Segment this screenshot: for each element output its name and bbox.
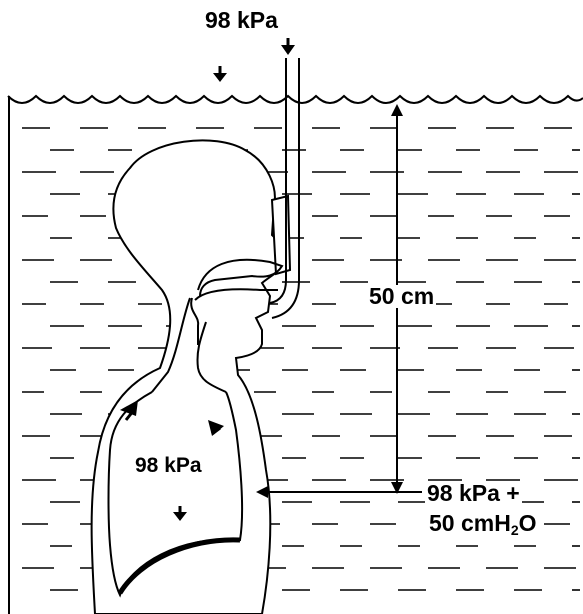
water-pressure-label-line1: 98 kPa + xyxy=(425,482,522,505)
water-pressure-unit-subscript: 2 xyxy=(511,522,519,538)
water-pressure-unit-prefix: 50 cmH xyxy=(429,510,511,536)
surface-pressure-label: 98 kPa xyxy=(205,9,278,32)
snorkel-arrow-icon xyxy=(281,38,295,55)
water-pressure-label-line2: 50 cmH2O xyxy=(427,512,539,537)
mask-plate xyxy=(272,196,290,274)
water-pressure-unit-suffix: O xyxy=(519,510,537,536)
lung-pressure-label: 98 kPa xyxy=(133,454,204,477)
surface-arrow-icon xyxy=(213,66,227,82)
water-surface xyxy=(8,96,583,103)
depth-label: 50 cm xyxy=(367,285,436,308)
